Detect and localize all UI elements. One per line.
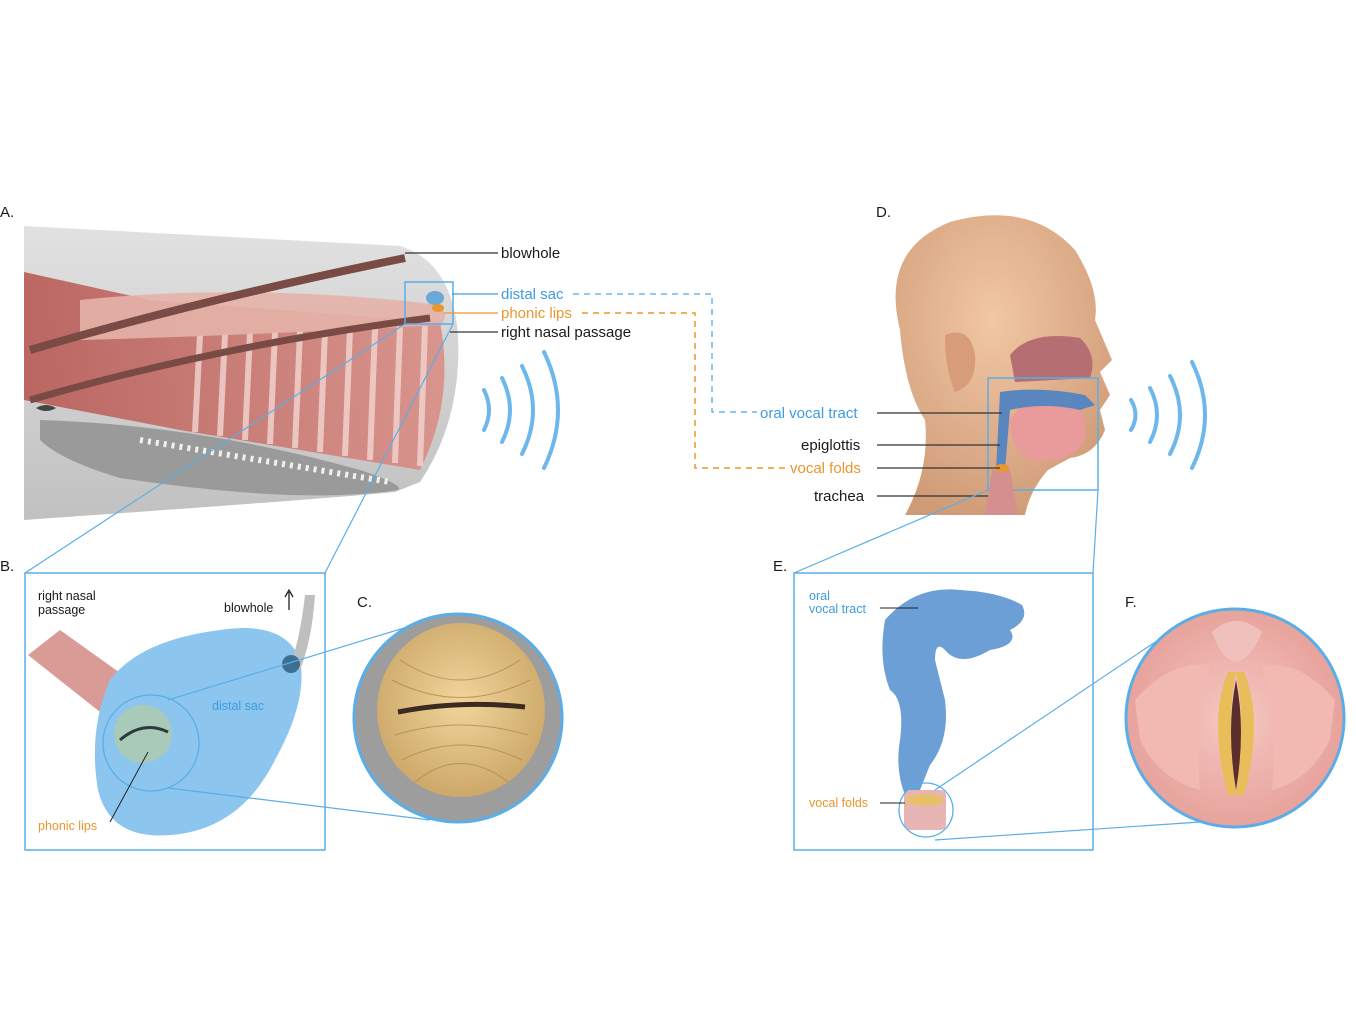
- panel-label-a: A.: [0, 204, 14, 221]
- panel-label-b: B.: [0, 558, 14, 575]
- whale-distal-sac-mark: [426, 291, 444, 305]
- e-label-oral-2: vocal tract: [809, 602, 866, 616]
- panel-label-e: E.: [773, 558, 787, 575]
- whale-phonic-lips-mark: [432, 304, 444, 312]
- b-label-blowhole: blowhole: [224, 601, 273, 615]
- label-phonic-lips: phonic lips: [501, 305, 572, 322]
- phonic-lips-leader: [109, 751, 149, 823]
- zoom-lines-a-b: [24, 323, 454, 574]
- human-ear: [945, 332, 976, 392]
- whale-muscle-stripes: [192, 325, 428, 467]
- phonic-lips-highlight-circle: [102, 694, 200, 792]
- label-oral-vocal-tract: oral vocal tract: [760, 405, 858, 422]
- whale-nasal-tube: [28, 254, 406, 354]
- epiglottis-shape: [1212, 621, 1262, 662]
- human-oral-cavity: [1010, 397, 1086, 461]
- human-vocal-folds-mark: [995, 464, 1009, 472]
- vocal-tract-shape: [882, 589, 1025, 795]
- connector-distal-sac-to-oral-tract: [573, 293, 757, 413]
- label-vocal-folds: vocal folds: [790, 460, 861, 477]
- whale-lower-jaw: [40, 420, 399, 496]
- blowhole-tube: [290, 595, 315, 670]
- human-vocal-tract: [996, 389, 1095, 470]
- whale-teeth: [139, 437, 391, 485]
- e-label-oral-1: oral: [809, 589, 830, 603]
- nasal-passage-tube: [28, 630, 130, 712]
- human-trachea: [985, 470, 1018, 515]
- glottis-opening: [1231, 680, 1241, 790]
- distal-sac-illustration: [28, 588, 315, 836]
- whale-zoom-box: [404, 281, 454, 325]
- vocal-tract-cast: [882, 589, 1025, 838]
- connector-phonic-lips-to-vocal-folds: [582, 312, 787, 469]
- zoom-lines-e-f: [934, 621, 1201, 841]
- phonic-lips-closeup-slit: [397, 701, 526, 715]
- phonic-lips-closeup: [352, 612, 564, 824]
- zoom-lines-d-e: [793, 489, 1099, 574]
- whale-head-illustration: [24, 226, 459, 520]
- panel-label-c: C.: [357, 594, 372, 611]
- label-epiglottis: epiglottis: [801, 437, 860, 454]
- zoom-lines-b-c: [167, 619, 431, 821]
- panel-label-d: D.: [876, 204, 891, 221]
- e-label-vocal-folds: vocal folds: [809, 796, 868, 810]
- whale-eye: [36, 405, 56, 411]
- human-leader-lines: [877, 412, 1002, 497]
- label-blowhole: blowhole: [501, 245, 560, 262]
- label-right-nasal-passage: right nasal passage: [501, 324, 631, 341]
- b-label-phonic-lips: phonic lips: [38, 819, 97, 833]
- phonic-lips-disc: [114, 705, 172, 763]
- panel-label-f: F.: [1125, 594, 1137, 611]
- blowhole-opening: [282, 655, 300, 673]
- human-head-illustration: [895, 215, 1112, 515]
- b-label-distal-sac: distal sac: [212, 699, 264, 713]
- blowhole-arrow: [284, 588, 294, 610]
- vocal-folds-highlight-circle: [898, 782, 954, 838]
- vocal-fold-right: [1236, 672, 1254, 795]
- vocal-folds-ring: [906, 794, 944, 806]
- vocal-folds-closeup: [1124, 607, 1346, 829]
- label-distal-sac: distal sac: [501, 286, 564, 303]
- whale-sound-waves: [482, 350, 560, 470]
- b-label-right-nasal-2: passage: [38, 603, 85, 617]
- whale-leader-lines: [405, 252, 498, 333]
- vocal-fold-left: [1218, 672, 1236, 795]
- throat-wall-right: [1262, 664, 1335, 790]
- phonic-lips-pad: [377, 623, 545, 797]
- phonic-lips-slit: [119, 726, 169, 742]
- b-label-right-nasal-1: right nasal: [38, 589, 96, 603]
- throat-wall-left: [1135, 664, 1210, 790]
- label-trachea: trachea: [814, 488, 865, 505]
- human-sound-waves: [1129, 360, 1207, 470]
- whale-right-nasal: [29, 314, 431, 404]
- human-zoom-box: [987, 377, 1099, 491]
- human-nasal-cavity: [1010, 336, 1093, 382]
